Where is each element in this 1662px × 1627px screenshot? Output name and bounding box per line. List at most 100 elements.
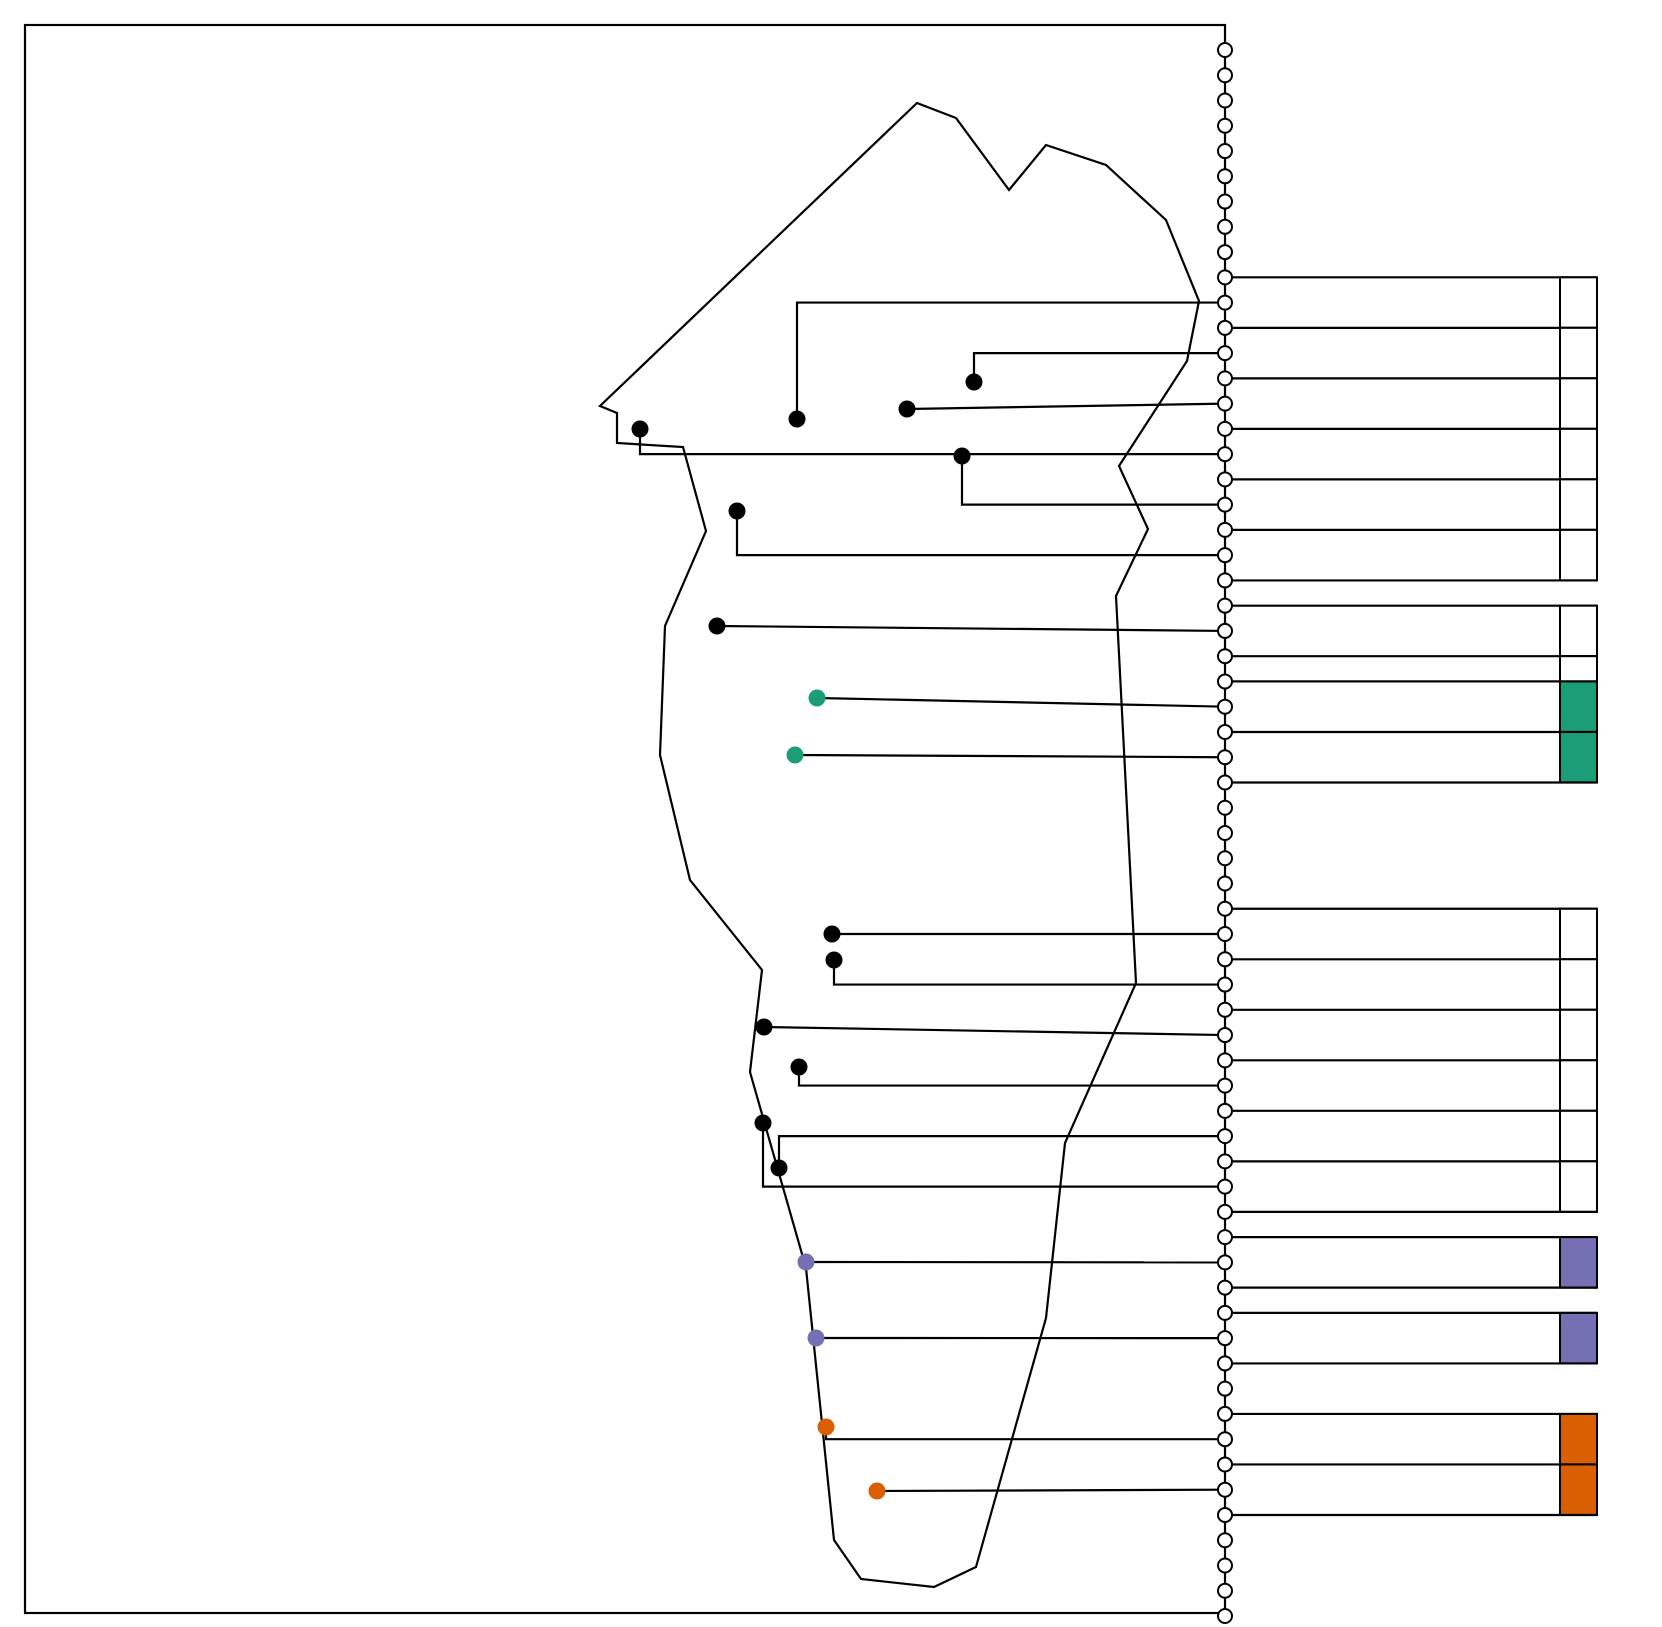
port-marker <box>1217 1001 1233 1018</box>
port-marker <box>1217 875 1233 892</box>
port-marker <box>1217 420 1233 437</box>
data-point-19 <box>868 1482 886 1500</box>
orange-group-box <box>1559 1412 1598 1466</box>
data-point-16 <box>797 1253 815 1271</box>
port-marker <box>1217 1027 1233 1044</box>
green-group-box <box>1559 680 1598 733</box>
data-point-11 <box>825 951 843 969</box>
data-point-1 <box>788 410 806 428</box>
port-marker <box>1217 547 1233 564</box>
black-group-3-box <box>1559 1109 1598 1163</box>
data-point-12 <box>755 1018 773 1036</box>
data-point-15 <box>754 1114 772 1132</box>
purple-group-1-box <box>1559 1236 1598 1289</box>
port-marker <box>1217 67 1233 84</box>
port-marker <box>1217 1431 1233 1448</box>
data-point-17 <box>807 1329 825 1347</box>
black-group-3-box <box>1559 958 1598 1011</box>
leader-line-3 <box>906 402 1226 411</box>
plot-frame <box>23 23 1227 1615</box>
port-marker <box>1217 294 1233 311</box>
leader-line-19 <box>876 1488 1226 1493</box>
black-group-1-box <box>1559 276 1598 329</box>
leader-line-4 <box>638 429 1225 456</box>
port-marker <box>1217 193 1233 210</box>
data-point-10 <box>823 925 841 943</box>
black-group-3-box <box>1559 907 1598 961</box>
port-marker <box>1217 521 1233 538</box>
port-marker <box>1217 1557 1233 1574</box>
port-marker <box>1217 496 1233 513</box>
leader-line-12 <box>763 1025 1226 1037</box>
port-marker <box>1217 1077 1233 1094</box>
port-marker <box>1217 1304 1233 1321</box>
port-marker <box>1217 1203 1233 1220</box>
port-marker <box>1217 1229 1233 1246</box>
port-marker <box>1217 1506 1233 1523</box>
port-marker <box>1217 1405 1233 1422</box>
leader-line-14 <box>777 1134 1225 1168</box>
data-point-9 <box>786 746 804 764</box>
data-point-7 <box>708 617 726 635</box>
port-marker <box>1217 1178 1233 1195</box>
port-marker <box>1217 1330 1233 1347</box>
black-group-1-box <box>1559 478 1598 531</box>
port-marker <box>1217 850 1233 867</box>
black-group-3-box <box>1559 1008 1598 1062</box>
port-marker <box>1217 1355 1233 1372</box>
black-group-1-box <box>1559 427 1598 481</box>
black-group-1-box <box>1559 377 1598 430</box>
data-point-4 <box>631 420 649 438</box>
port-marker <box>1217 1254 1233 1271</box>
port-marker <box>1217 976 1233 993</box>
green-group-box <box>1559 730 1598 784</box>
port-marker <box>1217 1102 1233 1119</box>
port-marker <box>1217 1456 1233 1473</box>
leader-line-1 <box>795 301 1225 419</box>
port-marker <box>1217 622 1233 639</box>
leader-line-18 <box>824 1427 1225 1441</box>
port-marker <box>1217 244 1233 261</box>
port-marker <box>1217 1607 1233 1624</box>
port-marker <box>1217 269 1233 286</box>
port-marker <box>1217 42 1233 58</box>
port-marker <box>1217 723 1233 740</box>
port-marker <box>1217 218 1233 235</box>
port-marker <box>1217 900 1233 917</box>
black-group-3-box <box>1559 1160 1598 1213</box>
port-marker <box>1217 673 1233 690</box>
black-group-1-box <box>1559 528 1598 582</box>
port-marker <box>1217 92 1233 109</box>
leader-line-9 <box>794 753 1226 759</box>
port-marker <box>1217 143 1233 160</box>
data-point-5 <box>953 447 971 465</box>
port-marker <box>1217 1380 1233 1397</box>
port-marker <box>1217 799 1233 816</box>
port-marker <box>1217 1052 1233 1069</box>
leader-line-6 <box>735 511 1225 557</box>
leader-line-5 <box>960 456 1225 506</box>
port-marker <box>1217 471 1233 488</box>
port-marker <box>1217 1153 1233 1170</box>
port-marker <box>1217 698 1233 715</box>
data-point-3 <box>898 400 916 418</box>
port-marker <box>1217 395 1233 412</box>
data-point-18 <box>817 1418 835 1436</box>
port-marker <box>1217 1481 1233 1498</box>
port-marker <box>1217 648 1233 665</box>
data-point-6 <box>728 502 746 520</box>
leader-lines <box>638 301 1226 1493</box>
leader-line-13 <box>797 1067 1225 1087</box>
port-marker <box>1217 824 1233 841</box>
data-point-13 <box>790 1058 808 1076</box>
data-points <box>631 373 983 1500</box>
orange-group-box <box>1559 1463 1598 1516</box>
port-marker <box>1217 572 1233 589</box>
leader-line-15 <box>761 1123 1225 1188</box>
black-group-3-box <box>1559 1059 1598 1112</box>
region-outline <box>598 101 1201 1589</box>
data-point-14 <box>770 1159 788 1177</box>
port-marker <box>1217 446 1233 463</box>
port-marker <box>1217 774 1233 791</box>
port-marker <box>1217 1532 1233 1549</box>
